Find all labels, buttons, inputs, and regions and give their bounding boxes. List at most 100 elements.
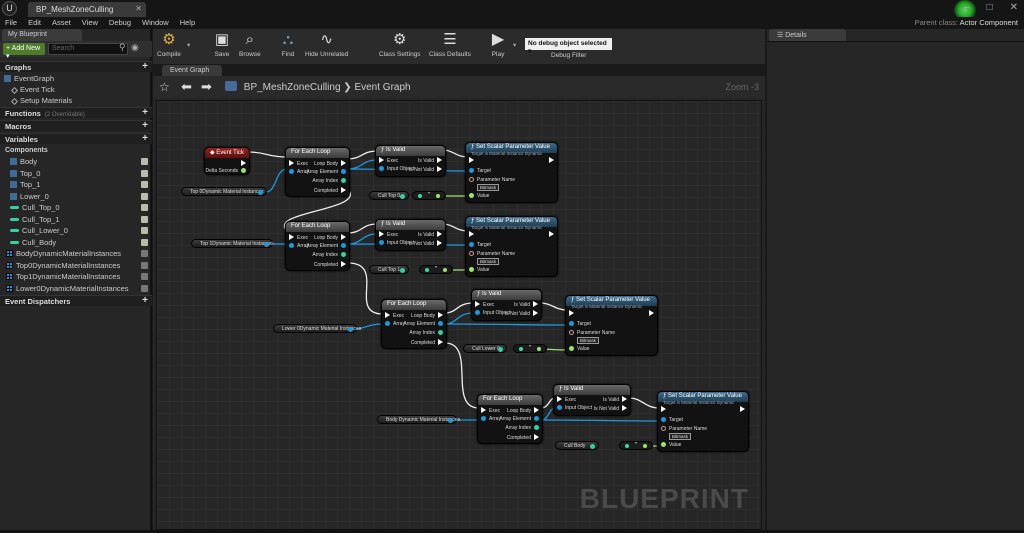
array-in-pin[interactable]: Array xyxy=(385,321,405,327)
visibility-icon[interactable] xyxy=(141,250,148,257)
exec-out-pin[interactable] xyxy=(546,157,554,164)
is-valid-out-pin[interactable]: Is Valid xyxy=(514,301,538,308)
functions-section[interactable]: Functions(2 Overridable)+ xyxy=(0,107,152,118)
exec-in-pin[interactable] xyxy=(569,310,577,317)
menu-window[interactable]: Window xyxy=(142,18,169,27)
loop-body-pin[interactable]: Loop Body xyxy=(314,234,346,241)
exec-in-pin[interactable]: Exec xyxy=(289,160,308,167)
menu-file[interactable]: File xyxy=(5,18,18,27)
exec-in-pin[interactable]: Exec xyxy=(475,301,494,308)
array-index-pin[interactable]: Array Index xyxy=(505,425,539,431)
variable-item[interactable]: Top1DynamicMaterialInstances xyxy=(0,271,152,282)
variable-item[interactable]: Top_1 xyxy=(0,179,152,190)
play-button[interactable]: ▶Play xyxy=(489,31,507,58)
variable-item[interactable]: Top0DynamicMaterialInstances xyxy=(0,260,152,271)
cull-top0-getter[interactable]: Cull Top 0 xyxy=(369,191,409,200)
visibility-icon[interactable] xyxy=(141,227,148,234)
exec-out-pin[interactable] xyxy=(238,160,246,167)
visibility-icon[interactable] xyxy=(141,273,148,280)
is-not-valid-pin[interactable]: Is Not Valid xyxy=(594,405,627,412)
input-object-pin[interactable]: Input Object xyxy=(379,240,414,246)
variable-item[interactable]: Cull_Lower_0 xyxy=(0,225,152,236)
exec-in-pin[interactable]: Exec xyxy=(385,312,404,319)
play-options-icon[interactable]: ▾ xyxy=(513,42,517,49)
source-control-status-icon[interactable] xyxy=(954,0,976,20)
cull-body-getter[interactable]: Cull Body xyxy=(555,441,599,450)
visibility-icon[interactable] xyxy=(141,192,148,200)
parameter-name-pin[interactable]: Parameter Name xyxy=(569,330,615,336)
event-graph-tab[interactable]: Event Graph xyxy=(162,65,222,76)
completed-pin[interactable]: Completed xyxy=(314,187,346,194)
target-pin[interactable]: Target xyxy=(469,242,491,248)
browse-button[interactable]: ⌕Browse xyxy=(239,31,261,58)
completed-pin[interactable]: Completed xyxy=(507,434,539,441)
close-window-icon[interactable]: ✕ xyxy=(1009,2,1018,13)
event-dispatchers-section[interactable]: Event Dispatchers+ xyxy=(0,295,152,306)
array-in-pin[interactable]: Array xyxy=(289,169,309,175)
top0-materials-getter[interactable]: Top 0Dynamic Material Instances xyxy=(181,187,267,196)
my-blueprint-tab[interactable]: My Blueprint xyxy=(2,29,82,41)
for-each-loop-node-1[interactable]: For Each Loop Exec Array Loop Body Array… xyxy=(285,147,350,197)
forward-arrow-icon[interactable]: ➡ xyxy=(201,79,212,94)
variable-item[interactable]: Body xyxy=(0,156,152,167)
add-graph-icon[interactable]: + xyxy=(142,61,148,72)
visibility-icon[interactable] xyxy=(141,284,148,292)
class-settings-button[interactable]: ⚙Class Settings xyxy=(379,31,421,58)
is-valid-node-3[interactable]: ƒ Is Valid Exec Input Object Is Valid Is… xyxy=(471,289,542,321)
input-object-pin[interactable]: Input Object xyxy=(557,405,592,411)
add-dispatcher-icon[interactable]: + xyxy=(142,295,148,306)
add-new-button[interactable]: + Add New ▾ xyxy=(3,43,45,60)
exec-in-pin[interactable]: Exec xyxy=(557,396,576,403)
my-blueprint-search-input[interactable]: Search xyxy=(48,43,128,55)
int-to-float-node[interactable]: • xyxy=(513,344,547,353)
target-pin[interactable]: Target xyxy=(569,321,591,327)
maximize-icon[interactable]: □ xyxy=(986,2,993,13)
back-arrow-icon[interactable]: ⬅ xyxy=(181,79,192,94)
variable-item[interactable]: Cull_Top_1 xyxy=(0,214,152,225)
menu-view[interactable]: View xyxy=(81,18,98,27)
macros-section[interactable]: Macros+ xyxy=(0,120,152,131)
view-options-icon[interactable]: ◉ xyxy=(131,42,139,52)
is-not-valid-pin[interactable]: Is Not Valid xyxy=(505,310,538,317)
visibility-icon[interactable] xyxy=(141,261,148,269)
set-scalar-node-1[interactable]: ƒ Set Scalar Parameter Value Target is M… xyxy=(465,142,558,203)
array-index-pin[interactable]: Array Index xyxy=(312,252,346,258)
hide-unrelated-button[interactable]: ∿Hide Unrelated xyxy=(305,31,349,58)
menu-help[interactable]: Help xyxy=(179,18,196,27)
parameter-name-field[interactable]: Bitmask xyxy=(477,184,500,191)
setup-materials-item[interactable]: Setup Materials xyxy=(0,95,152,106)
parameter-name-field[interactable]: Bitmask xyxy=(577,337,600,344)
top1-materials-getter[interactable]: Top 1Dynamic Material Instances xyxy=(191,239,274,248)
target-pin[interactable]: Target xyxy=(469,168,491,174)
loop-body-pin[interactable]: Loop Body xyxy=(507,407,539,414)
is-not-valid-pin[interactable]: Is Not Valid xyxy=(409,166,442,173)
minimize-icon[interactable]: – xyxy=(964,2,970,13)
exec-out-pin[interactable] xyxy=(646,310,654,317)
value-pin[interactable]: Value xyxy=(661,442,681,448)
value-pin[interactable]: Value xyxy=(469,267,489,273)
exec-in-pin[interactable]: Exec xyxy=(481,407,500,414)
find-button[interactable]: ⛬Find xyxy=(279,31,297,58)
delta-seconds-pin[interactable]: Delta Seconds xyxy=(205,168,246,174)
visibility-icon[interactable] xyxy=(141,215,148,223)
variables-section[interactable]: Variables+ xyxy=(0,133,152,144)
compile-options-icon[interactable]: ▾ xyxy=(187,42,191,49)
array-index-pin[interactable]: Array Index xyxy=(312,178,346,184)
details-tab[interactable]: ☰ Details xyxy=(769,29,846,41)
int-to-float-node[interactable]: • xyxy=(412,191,446,200)
class-defaults-button[interactable]: ☰Class Defaults xyxy=(429,31,471,58)
is-valid-out-pin[interactable]: Is Valid xyxy=(418,231,442,238)
variable-item[interactable]: Lower_0 xyxy=(0,191,152,202)
menu-edit[interactable]: Edit xyxy=(28,18,42,27)
parameter-name-pin[interactable]: Parameter Name xyxy=(469,251,515,257)
exec-in-pin[interactable] xyxy=(469,157,477,164)
value-pin[interactable]: Value xyxy=(569,346,589,352)
value-pin[interactable]: Value xyxy=(469,193,489,199)
cull-lower0-getter[interactable]: Cull Lower 0 xyxy=(463,344,507,353)
variable-item[interactable]: Lower0DynamicMaterialInstances xyxy=(0,283,152,294)
for-each-loop-node-4[interactable]: For Each Loop Exec Array Loop Body Array… xyxy=(477,394,543,444)
is-valid-out-pin[interactable]: Is Valid xyxy=(603,396,627,403)
add-variable-icon[interactable]: + xyxy=(142,133,148,144)
add-macro-icon[interactable]: + xyxy=(142,120,148,131)
graphs-section[interactable]: Graphs+ xyxy=(0,61,152,72)
